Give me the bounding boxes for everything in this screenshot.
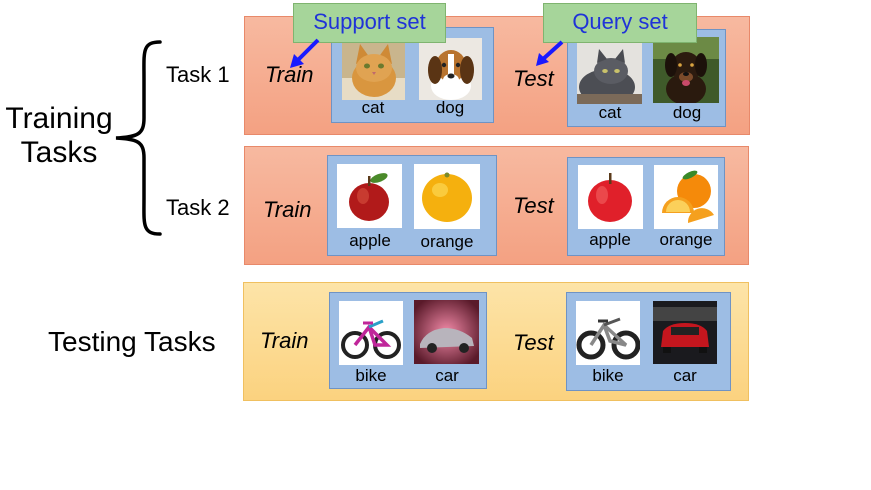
car-image — [653, 301, 717, 364]
car-image — [414, 300, 479, 364]
cat-image — [342, 38, 405, 100]
cat-image — [577, 39, 642, 104]
caption: bike — [592, 366, 624, 385]
task1-query-set: cat dog — [567, 29, 726, 127]
task2-support-set: apple orange — [327, 155, 497, 256]
bike-image — [339, 301, 403, 365]
task2-train-label: Train — [263, 197, 312, 222]
caption: car — [435, 366, 459, 385]
bike-image — [576, 301, 640, 365]
testing-train-label: Train — [260, 328, 309, 353]
orange-image — [414, 164, 480, 229]
caption: apple — [349, 231, 391, 250]
testing-tasks-label: Testing Tasks — [48, 326, 216, 357]
training-tasks-line2: Tasks — [20, 136, 98, 169]
query-set-arrow-icon — [536, 40, 564, 66]
task1-train-label: Train — [265, 62, 314, 87]
caption: apple — [589, 230, 631, 249]
training-tasks-line1: Training — [5, 102, 113, 135]
query-set-callout: Query set — [543, 3, 697, 43]
caption: cat — [361, 98, 385, 117]
caption: orange — [420, 232, 474, 251]
apple-image — [578, 165, 643, 229]
dog-image — [419, 38, 482, 100]
task2-label: Task 2 — [166, 195, 230, 220]
training-tasks-label: Training Tasks — [0, 102, 118, 170]
apple-image — [337, 164, 402, 228]
caption: orange — [659, 230, 713, 249]
caption: car — [673, 366, 697, 385]
testing-test-label: Test — [513, 330, 554, 355]
testing-query-set: bike car — [566, 292, 731, 391]
task1-test-label: Test — [513, 66, 554, 91]
caption: bike — [355, 366, 387, 385]
support-set-arrow-icon — [290, 38, 320, 68]
task2-query-set: apple orange — [567, 157, 725, 256]
caption: cat — [598, 103, 622, 122]
support-set-callout: Support set — [293, 3, 446, 43]
task1-label: Task 1 — [166, 62, 230, 87]
orange-image — [654, 165, 718, 229]
task1-support-set: cat dog — [331, 27, 494, 123]
testing-support-set: bike car — [329, 292, 487, 389]
task2-test-label: Test — [513, 193, 554, 218]
caption: dog — [435, 98, 465, 117]
caption: dog — [672, 103, 702, 122]
dog-image — [653, 37, 719, 103]
curly-brace — [115, 40, 162, 236]
